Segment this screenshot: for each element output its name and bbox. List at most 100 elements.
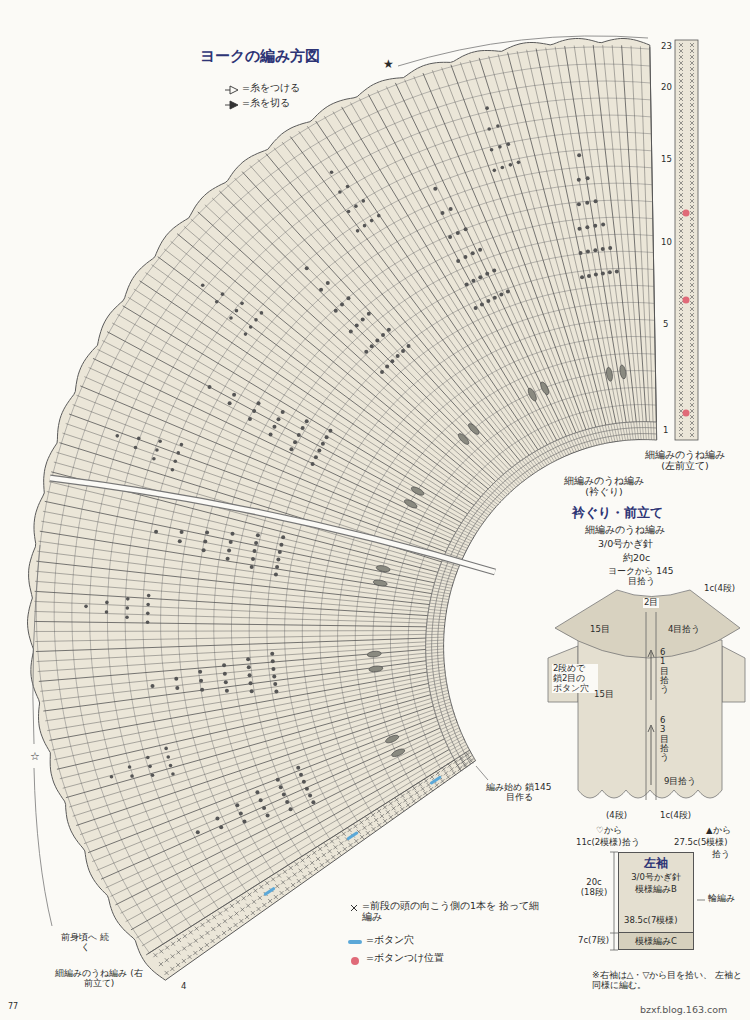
pineapple-stitch <box>171 772 175 776</box>
stitch-line <box>40 653 426 691</box>
band-stitch <box>182 947 186 951</box>
band-stitch <box>690 55 694 59</box>
pineapple-stitch <box>164 747 168 751</box>
band-stitch <box>423 791 427 795</box>
neck-rib-stitch <box>447 736 463 745</box>
front-band-line <box>656 612 657 800</box>
sleeve-shape <box>722 646 745 702</box>
pineapple-stitch <box>321 442 325 446</box>
pineapple-stitch <box>297 433 301 437</box>
band-stitch <box>679 415 683 419</box>
pineapple-stitch <box>224 680 228 684</box>
band-stitch <box>679 205 683 209</box>
band-stitch <box>354 839 358 843</box>
band-stitch <box>690 175 694 179</box>
neck-rib-stitch <box>450 742 466 751</box>
band-stitch <box>679 79 683 83</box>
pineapple-stitch <box>200 688 204 692</box>
stitch-line <box>126 746 448 922</box>
pineapple-stitch <box>221 292 225 296</box>
pineapple-stitch <box>226 557 230 561</box>
stitch-line <box>555 47 623 423</box>
stitch-line <box>73 702 433 816</box>
band-stitch <box>679 241 683 245</box>
band-stitch <box>690 379 694 383</box>
neck-rib-stitch <box>594 428 600 445</box>
pineapple-stitch <box>180 530 184 534</box>
pineapple-stitch <box>456 231 460 235</box>
band-stitch <box>253 889 257 893</box>
neck-rib-stitch <box>433 588 451 591</box>
pineapple-stitch <box>250 689 254 693</box>
pickup-note: ヨークから 145目拾う <box>605 566 677 587</box>
stitch-line <box>171 241 486 491</box>
band-stitch <box>389 815 393 819</box>
band-stitch <box>679 235 683 239</box>
dimension-label: 1c(4段) <box>704 584 735 594</box>
button-mark <box>683 410 690 417</box>
pineapple-stitch <box>349 329 353 333</box>
band-stitch <box>679 187 683 191</box>
pineapple-stitch <box>478 275 482 279</box>
band-stitch <box>239 919 243 923</box>
stitch-line <box>115 739 444 905</box>
pineapple-stitch <box>615 269 619 273</box>
band-stitch <box>217 923 221 927</box>
band-stitch <box>679 433 683 437</box>
pineapple-stitch <box>608 270 612 274</box>
band-stitch <box>372 827 376 831</box>
band-stitch <box>165 958 169 962</box>
pineapple-stitch <box>593 248 597 252</box>
pineapple-stitch <box>269 432 273 436</box>
pineapple-stitch <box>485 106 489 110</box>
band-stitch <box>690 223 694 227</box>
pineapple-stitch <box>281 535 285 539</box>
band-stitch <box>679 331 683 335</box>
band-stitch <box>211 939 215 943</box>
stitch-line <box>258 159 518 463</box>
stitch-line <box>140 281 474 505</box>
neck-rib-stitch <box>628 422 631 440</box>
dimension-label: (4段) <box>606 811 627 821</box>
pineapple-stitch <box>128 765 132 769</box>
band-stitch <box>281 880 285 884</box>
band-stitch <box>397 802 401 806</box>
stitch-line <box>88 717 436 853</box>
neck-rib-stitch <box>591 428 597 445</box>
band-stitch <box>679 373 683 377</box>
stitch-line <box>34 611 426 623</box>
leaf-stitch <box>457 432 471 446</box>
pineapple-stitch <box>105 610 109 614</box>
pineapple-stitch <box>225 689 229 693</box>
pineapple-stitch <box>229 316 233 320</box>
pineapple-stitch <box>248 417 252 421</box>
neck-rib-stitch <box>432 696 449 701</box>
stitch-line <box>73 405 448 549</box>
pineapple-stitch <box>499 293 503 297</box>
pineapple-stitch <box>326 281 330 285</box>
neck-rib-stitch <box>457 531 473 539</box>
band-stitch <box>222 931 226 935</box>
neck-rib-stitch <box>448 547 465 554</box>
band-stitch <box>218 911 222 915</box>
band-stitch <box>679 253 683 257</box>
pineapple-stitch <box>273 682 277 686</box>
band-stitch <box>679 61 683 65</box>
neck-rib-stitch <box>436 579 454 583</box>
band-stitch <box>424 779 428 783</box>
band-stitch <box>257 907 261 911</box>
band-stitch <box>228 927 232 931</box>
band-stitch <box>348 828 352 832</box>
pineapple-stitch <box>317 448 321 452</box>
row-number: 5 <box>663 320 668 330</box>
band-stitch <box>690 319 694 323</box>
stitch-line <box>97 724 439 870</box>
pineapple-stitch <box>486 299 490 303</box>
band-stitch <box>679 133 683 137</box>
pineapple-stitch <box>252 549 256 553</box>
stitch-count: 63目拾う <box>660 716 669 763</box>
pineapple-stitch <box>356 229 360 233</box>
stitch-line <box>142 756 453 946</box>
stitch-line <box>120 742 445 913</box>
stitch-line <box>307 126 535 452</box>
